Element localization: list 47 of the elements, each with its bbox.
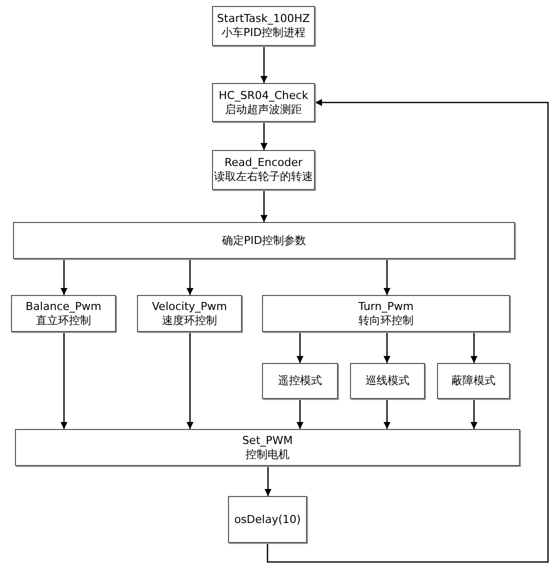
box-text: Turn_Pwm: [358, 300, 414, 314]
box-text: 速度环控制: [162, 314, 217, 328]
arrow: [186, 259, 194, 295]
box-text: 遥控模式: [278, 374, 322, 388]
process-box: [350, 363, 425, 399]
process-box: [262, 295, 510, 332]
arrow: [266, 99, 549, 563]
arrow: [384, 259, 390, 295]
box-text: Set_PWM: [242, 434, 293, 448]
process-box: [137, 295, 242, 332]
box-text: 蔽障模式: [452, 374, 496, 388]
process-box: [262, 363, 338, 399]
box-text: Read_Encoder: [224, 156, 303, 170]
arrow: [384, 399, 390, 429]
box-text: HC_SR04_Check: [218, 88, 308, 102]
arrow: [260, 46, 268, 83]
box-text: osDelay(10): [234, 512, 301, 526]
process-box: [11, 295, 116, 332]
arrow: [186, 332, 194, 429]
process-box: [15, 429, 520, 466]
box-text: Velocity_Pwm: [152, 300, 227, 314]
process-box: [212, 150, 315, 190]
arrow: [296, 399, 304, 429]
box-text: 确定PID控制参数: [222, 234, 306, 248]
box-text: 小车PID控制进程: [221, 26, 306, 40]
box-text: 转向环控制: [358, 314, 414, 328]
process-box: [212, 6, 315, 46]
box-text: StartTask_100HZ: [217, 12, 310, 26]
process-box: [437, 363, 510, 399]
box-text: 巡线模式: [366, 374, 410, 388]
arrow: [384, 332, 390, 363]
arrow: [264, 466, 272, 496]
box-text: 启动超声波测距: [225, 102, 302, 116]
box-text: 读取左右轮子的转速: [214, 170, 313, 184]
process-box: [228, 496, 307, 543]
process-box: [13, 222, 515, 259]
process-box: [212, 83, 315, 122]
arrow: [60, 332, 68, 429]
arrow: [470, 399, 478, 429]
box-text: 直立环控制: [36, 314, 91, 328]
arrow: [260, 122, 268, 150]
arrow: [470, 332, 478, 363]
box-text: 控制电机: [246, 448, 290, 462]
box-text: Balance_Pwm: [26, 300, 102, 314]
arrow: [260, 190, 268, 222]
arrow: [60, 259, 68, 295]
arrow: [296, 332, 304, 363]
